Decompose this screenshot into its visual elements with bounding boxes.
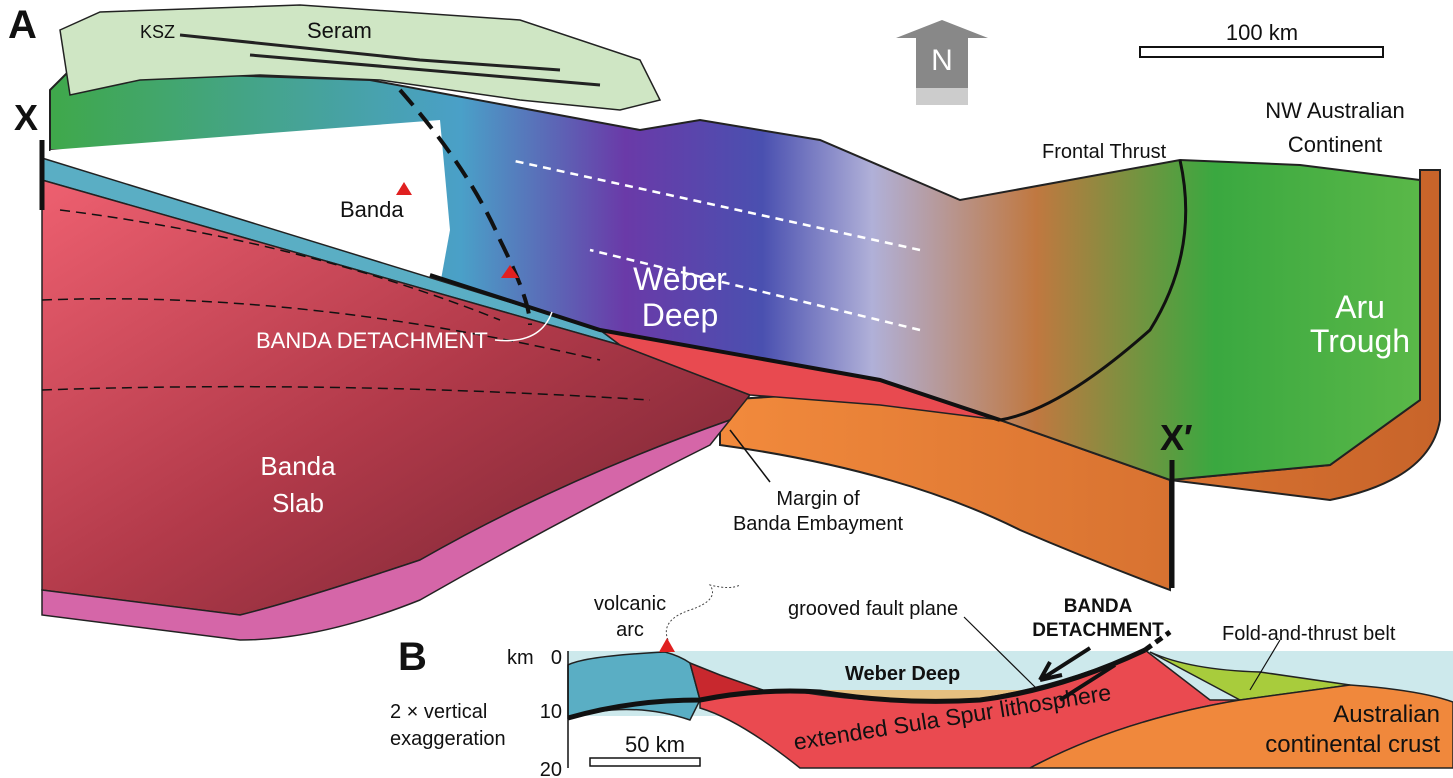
- trough-label: Trough: [1310, 323, 1410, 359]
- dashed-fault: [398, 88, 532, 326]
- sense-arrow: [1038, 646, 1117, 702]
- volcanic-plume: [665, 584, 741, 641]
- depth-tick-20: 20: [540, 759, 562, 778]
- ksz-label: KSZ: [140, 22, 175, 42]
- fold-thrust-label: Fold-and-thrust belt: [1222, 623, 1396, 645]
- fold-leader: [1249, 639, 1281, 691]
- ksz-fault: [179, 33, 561, 72]
- scale-label-b: 50 km: [625, 732, 685, 757]
- section-end-label: X′: [1160, 417, 1193, 458]
- scale-bar-b: [589, 757, 701, 767]
- continent-label: Continent: [1288, 132, 1382, 157]
- no-data-area: [50, 120, 450, 285]
- australian-label: Australian: [1333, 701, 1440, 728]
- banda-label: Banda: [340, 197, 404, 222]
- detachment-label-1: BANDA: [1064, 596, 1133, 617]
- grooved-fault-plane-label: grooved fault plane: [788, 598, 958, 620]
- volcano-icon: [659, 638, 675, 652]
- seram-island: [59, 4, 662, 111]
- detachment-extension: [1143, 629, 1172, 653]
- scale-label-a: 100 km: [1226, 20, 1298, 45]
- arc-label: arc: [616, 619, 644, 641]
- volcano-icon: [396, 182, 412, 195]
- depth-tick-10: 10: [540, 701, 562, 723]
- scale-bar-a: [1139, 46, 1384, 58]
- banda-slab-label: Banda: [260, 451, 336, 481]
- weber-deep-label: Weber Deep: [845, 663, 960, 685]
- aru-label: Aru: [1335, 289, 1385, 325]
- embayment-label: Banda Embayment: [733, 513, 904, 535]
- vertical-exaggeration-label: 2 × vertical: [390, 701, 487, 723]
- dashed-slab-line: [41, 209, 651, 401]
- flow-arrow: [509, 158, 921, 332]
- detachment-label-2: DETACHMENT: [1032, 620, 1164, 641]
- oceanic-block: [567, 651, 701, 721]
- north-arrow-icon: N: [896, 20, 988, 105]
- seram-label: Seram: [307, 18, 372, 43]
- detachment-trace: [429, 273, 1001, 422]
- volcano-icon: [501, 265, 519, 278]
- section-start-label: X: [14, 97, 38, 138]
- detachment-leader: [494, 311, 553, 342]
- north-label: N: [931, 44, 953, 77]
- nw-australian-label: NW Australian: [1265, 98, 1404, 123]
- depth-tick-0: 0: [551, 647, 562, 669]
- seram-fault: [249, 53, 601, 87]
- margin-label: Margin of: [776, 488, 860, 510]
- grooved-leader: [963, 616, 1037, 689]
- australian-crust-block: [719, 169, 1441, 592]
- slab-rim: [41, 418, 733, 641]
- detachment-fault-b: [567, 647, 1147, 721]
- margin-leader: [729, 429, 771, 483]
- slab-label: Slab: [272, 488, 324, 518]
- panel-label-b: B: [398, 635, 427, 679]
- panel-b-cross-section: B km 0 10 20 2 × vertical exaggeration 5…: [390, 584, 1453, 778]
- panel-a-block-diagram: N 100 km A X X′ KSZ Seram NW Australian …: [8, 3, 1441, 641]
- continental-crust-label: continental crust: [1265, 731, 1440, 758]
- banda-detachment-label: BANDA DETACHMENT: [256, 328, 488, 353]
- volcanic-label: volcanic: [594, 593, 666, 615]
- depth-unit: km: [507, 647, 534, 669]
- frontal-thrust-label: Frontal Thrust: [1042, 141, 1167, 163]
- panel-label-a: A: [8, 3, 37, 47]
- weber-label: Weber: [633, 261, 727, 297]
- exaggeration-label: exaggeration: [390, 728, 506, 750]
- frontal-thrust-trace: [999, 159, 1188, 422]
- deep-label: Deep: [642, 297, 719, 333]
- australian-crust: [1029, 684, 1453, 769]
- fold-thrust-belt: [1149, 651, 1351, 701]
